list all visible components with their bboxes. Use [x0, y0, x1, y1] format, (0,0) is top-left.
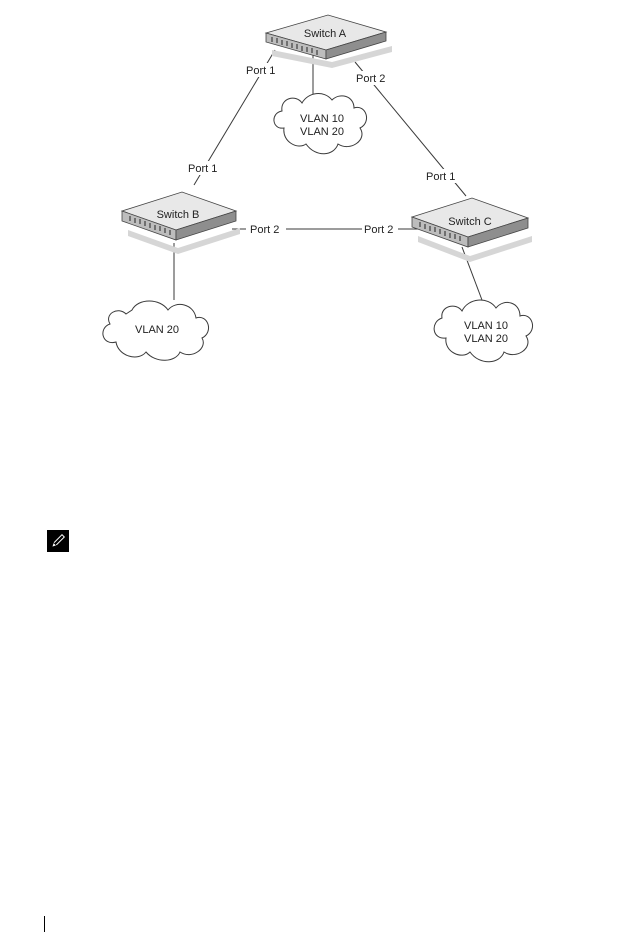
port-labels: Port 1 Port 2 Port 1 Port 2 Port 1 Port … [186, 63, 458, 236]
cloud-icon [273, 93, 368, 155]
cloud-icon [102, 300, 210, 361]
vlan-cloud-b: VLAN 20 [102, 300, 210, 361]
cloud-c-line2: VLAN 20 [464, 333, 508, 345]
port-label-b-port1: Port 1 [188, 163, 217, 175]
switch-side [325, 31, 387, 60]
pencil-note-icon [47, 530, 69, 552]
vlan-cloud-a: VLAN 10 VLAN 20 [273, 93, 368, 155]
port-label-a-port2: Port 2 [356, 73, 385, 85]
switch-side [175, 210, 237, 241]
port-row [419, 222, 461, 241]
switch-a-label: Switch A [304, 28, 347, 40]
switch-shadow [272, 46, 392, 68]
switch-b: Switch B [120, 191, 240, 254]
port-label-c-port2: Port 2 [364, 224, 393, 236]
cloud-c-line1: VLAN 10 [464, 320, 508, 332]
port-row [271, 37, 318, 55]
cloud-a-line1: VLAN 10 [300, 113, 344, 125]
switch-c: Switch C [410, 197, 532, 262]
cloud-b-line1: VLAN 20 [135, 324, 179, 336]
switch-shadow [418, 236, 532, 262]
switch-a: Switch A [264, 14, 392, 68]
switch-side [467, 217, 529, 248]
switch-b-label: Switch B [157, 209, 200, 221]
port-row [129, 216, 171, 235]
switch-c-label: Switch C [448, 216, 491, 228]
vlan-cloud-c: VLAN 10 VLAN 20 [433, 299, 534, 363]
cloud-a-line2: VLAN 20 [300, 126, 344, 138]
port-label-b-port2: Port 2 [250, 224, 279, 236]
switch-shadow [128, 228, 240, 254]
port-label-a-port1: Port 1 [246, 65, 275, 77]
cloud-icon [433, 299, 534, 363]
page-margin-rule [44, 916, 45, 932]
port-label-c-port1: Port 1 [426, 171, 455, 183]
